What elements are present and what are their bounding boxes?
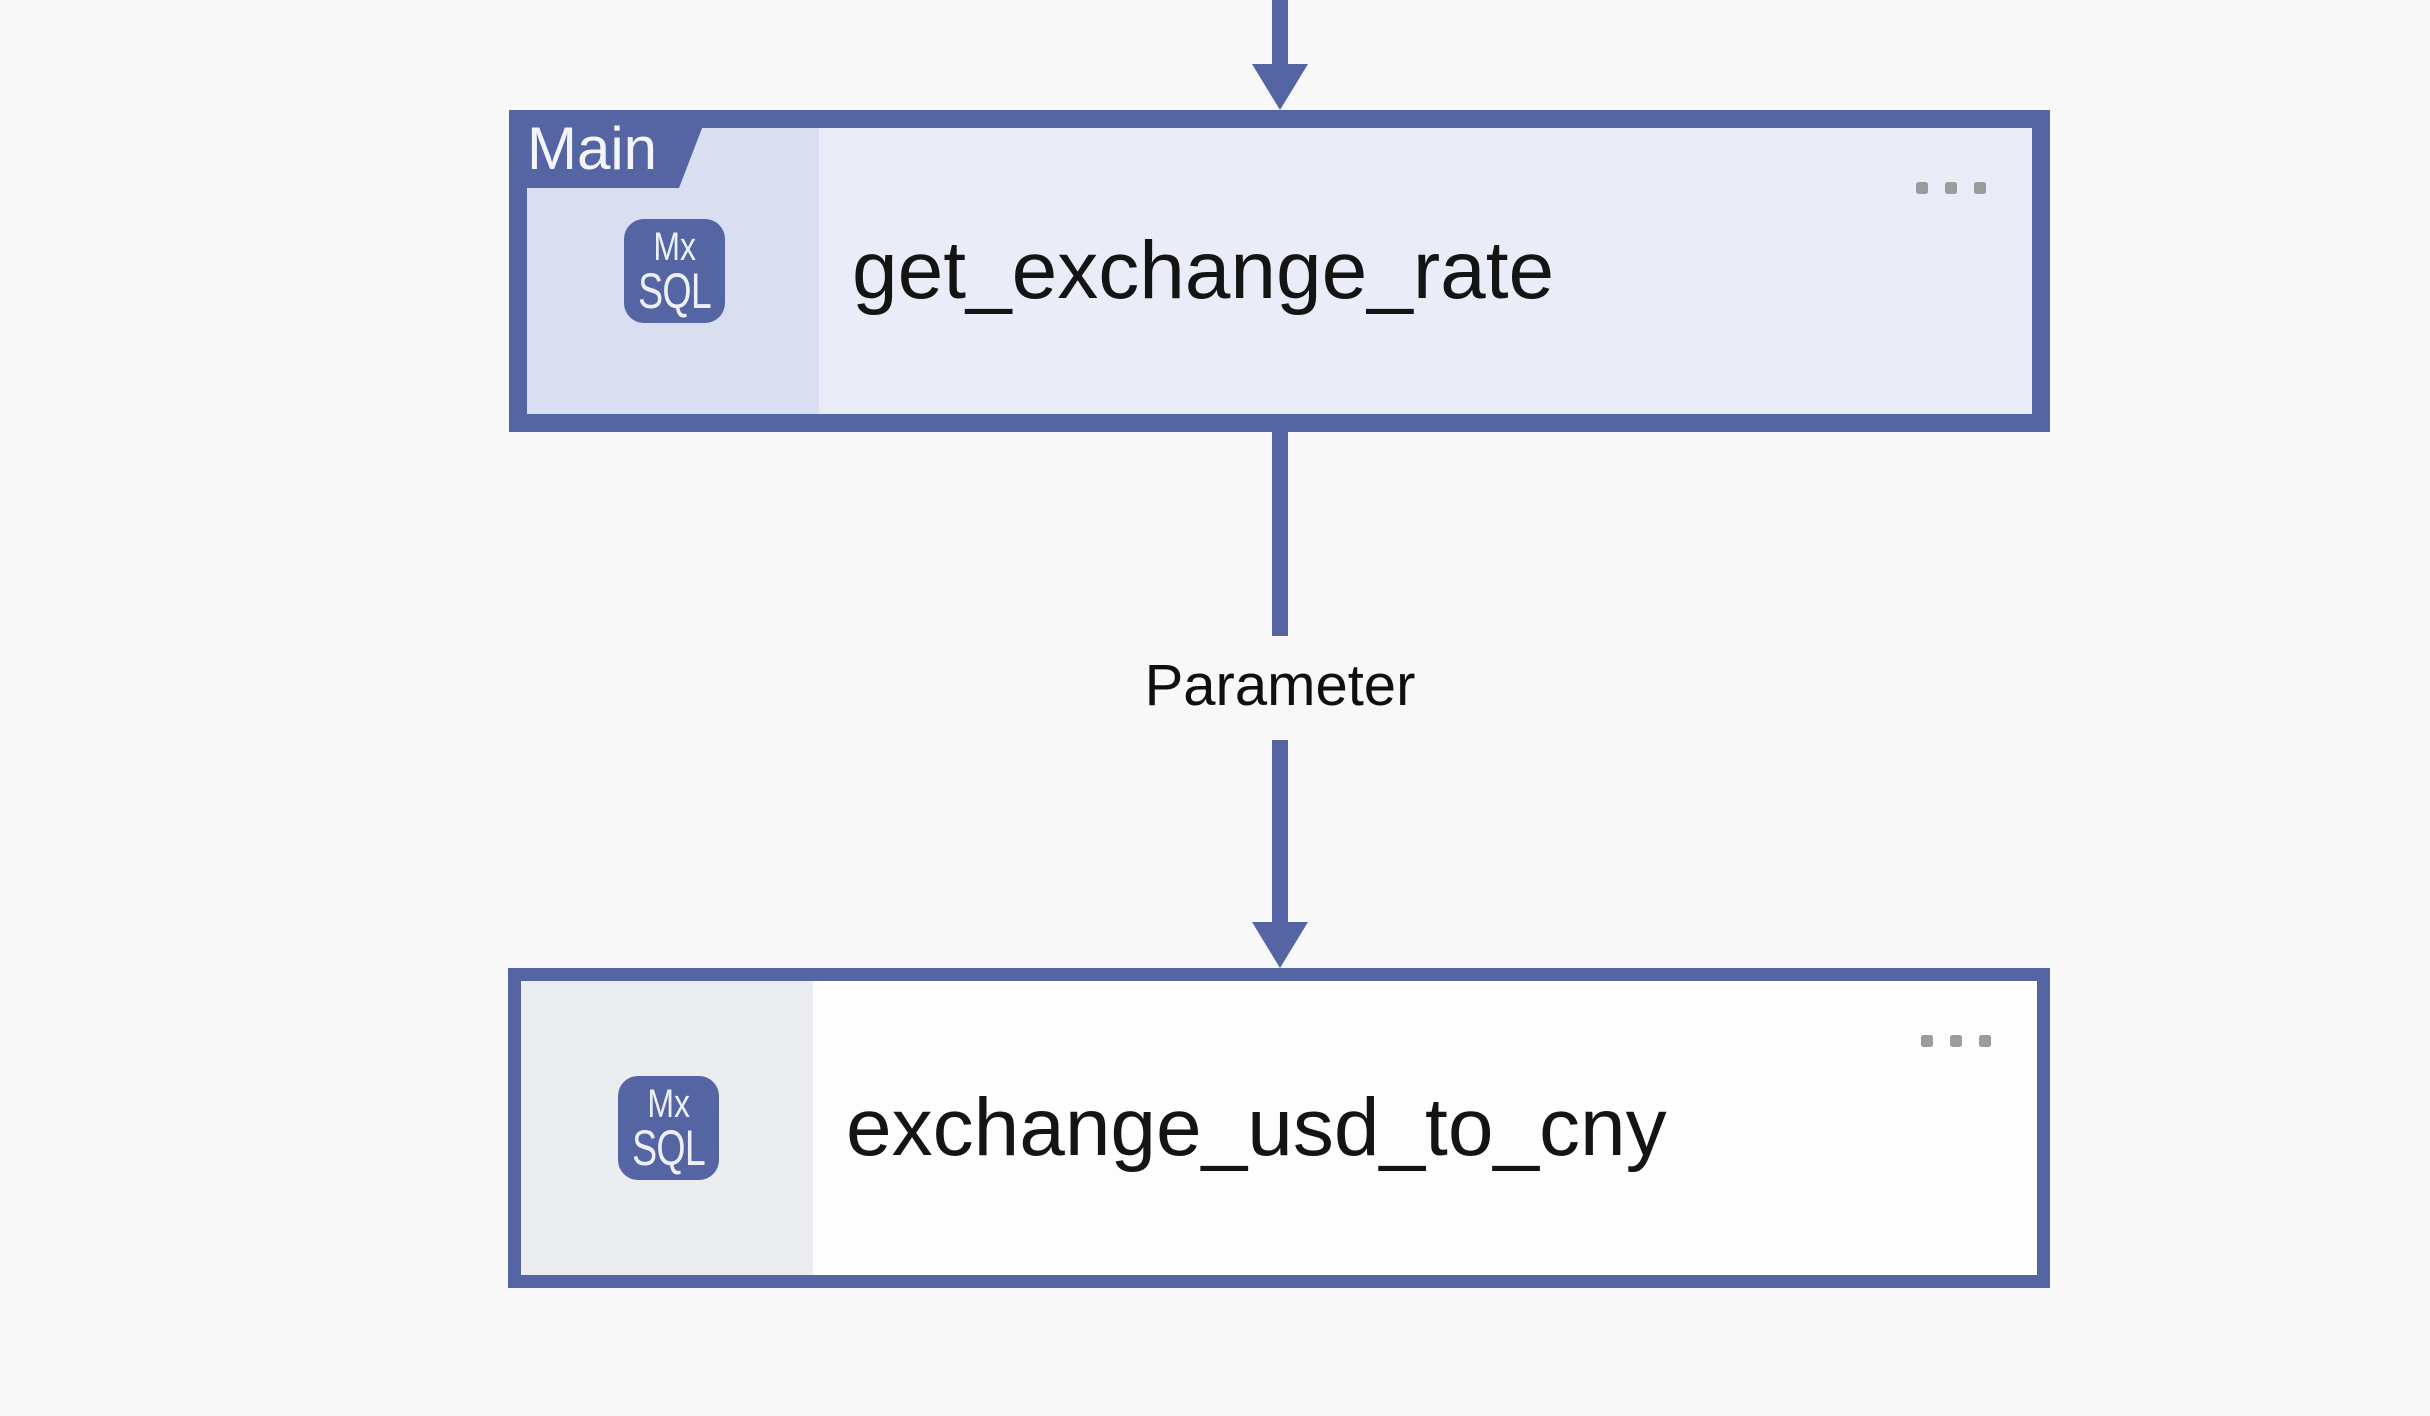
- parameter-edge-line-upper[interactable]: [1272, 432, 1288, 636]
- parameter-edge-label[interactable]: Parameter: [1144, 653, 1416, 718]
- activity-node-get-exchange-rate[interactable]: Mx SQL get_exchange_rate Main: [509, 110, 2050, 432]
- mxsql-icon: Mx SQL: [624, 219, 725, 323]
- mxsql-icon-line2: SQL: [632, 1120, 706, 1176]
- node-menu-ellipsis-icon[interactable]: [1921, 1035, 1991, 1047]
- node-title: exchange_usd_to_cny: [846, 1082, 1667, 1173]
- node-title: get_exchange_rate: [852, 225, 1555, 316]
- parameter-edge-line-lower[interactable]: [1272, 740, 1288, 924]
- activity-node-exchange-usd-to-cny[interactable]: Mx SQL exchange_usd_to_cny: [508, 968, 2050, 1288]
- mxsql-icon-line1: Mx: [653, 225, 696, 269]
- mxsql-icon: Mx SQL: [618, 1076, 719, 1180]
- mxsql-icon-line1: Mx: [647, 1082, 690, 1126]
- arrowhead-icon[interactable]: [1252, 922, 1308, 968]
- main-flow-tab: Main: [509, 110, 709, 188]
- main-flow-tab-label: Main: [527, 115, 658, 182]
- arrowhead-icon[interactable]: [1252, 64, 1308, 110]
- mxsql-icon-line2: SQL: [638, 263, 712, 319]
- incoming-edge-line[interactable]: [1272, 0, 1288, 68]
- node-menu-ellipsis-icon[interactable]: [1916, 182, 1986, 194]
